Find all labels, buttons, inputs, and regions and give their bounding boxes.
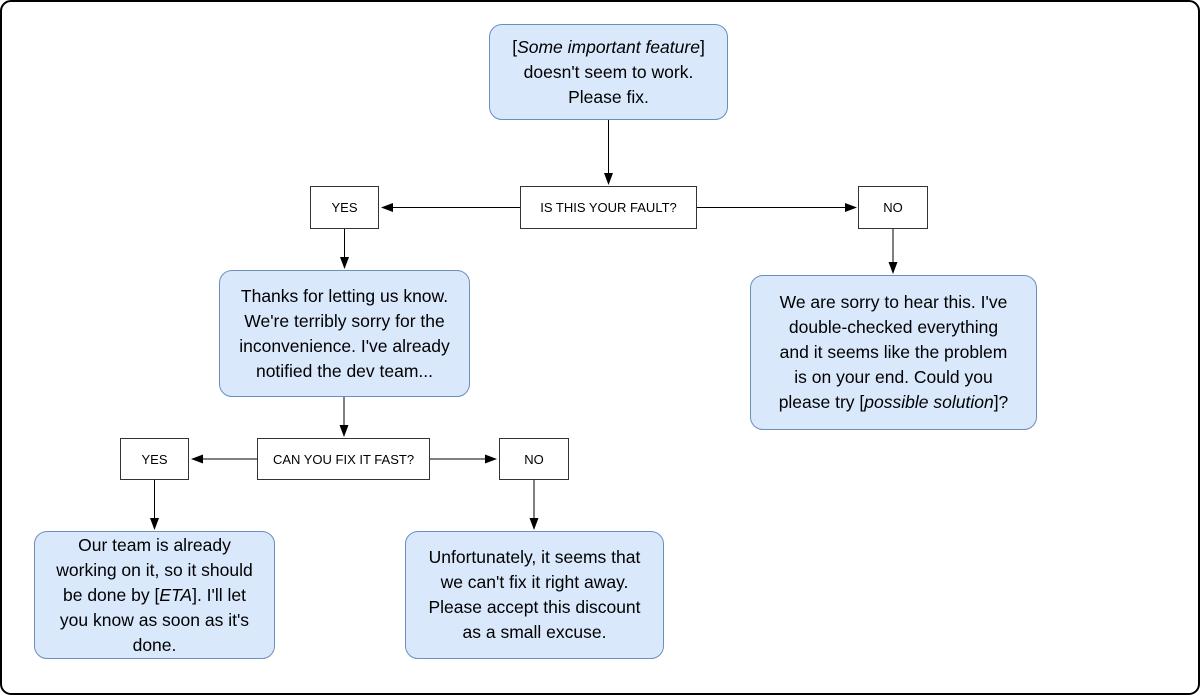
node-our-team-text: Our team is already working on it, so it…: [56, 534, 253, 655]
no-label: NO: [883, 200, 903, 215]
node-cant-fix-message: Unfortunately, it seems that we can't fi…: [405, 531, 664, 659]
placeholder-some-important-feature: Some important feature: [517, 36, 700, 57]
node-question-is-this-your-fault: IS THIS YOUR FAULT?: [520, 186, 697, 229]
node-thanks-text: Thanks for letting us know. We're terrib…: [239, 285, 450, 381]
yes-label: YES: [141, 451, 168, 467]
node-fault-yes: YES: [310, 186, 379, 229]
node-complaint-text: [Some important feature] doesn't seem to…: [512, 36, 705, 107]
node-sorry-message: We are sorry to hear this. I've double-c…: [750, 275, 1037, 430]
node-cant-fix-text: Unfortunately, it seems that we can't fi…: [428, 547, 641, 642]
node-our-team-message: Our team is already working on it, so it…: [34, 531, 275, 659]
question-label: IS THIS YOUR FAULT?: [540, 200, 677, 215]
node-fast-yes: YES: [120, 438, 189, 480]
node-thanks-message: Thanks for letting us know. We're terrib…: [219, 270, 470, 397]
node-question-can-you-fix-it-fast: CAN YOU FIX IT FAST?: [257, 438, 430, 480]
placeholder-possible-solution: possible solution: [864, 392, 994, 412]
no-label: NO: [524, 451, 544, 467]
node-complaint-message: [Some important feature] doesn't seem to…: [489, 24, 728, 120]
node-fast-no: NO: [499, 438, 569, 480]
placeholder-eta: ETA: [159, 584, 193, 605]
yes-label: YES: [331, 200, 358, 215]
question-label: CAN YOU FIX IT FAST?: [272, 451, 415, 467]
node-fault-no: NO: [858, 186, 928, 229]
node-sorry-text: We are sorry to hear this. I've double-c…: [778, 292, 1009, 412]
